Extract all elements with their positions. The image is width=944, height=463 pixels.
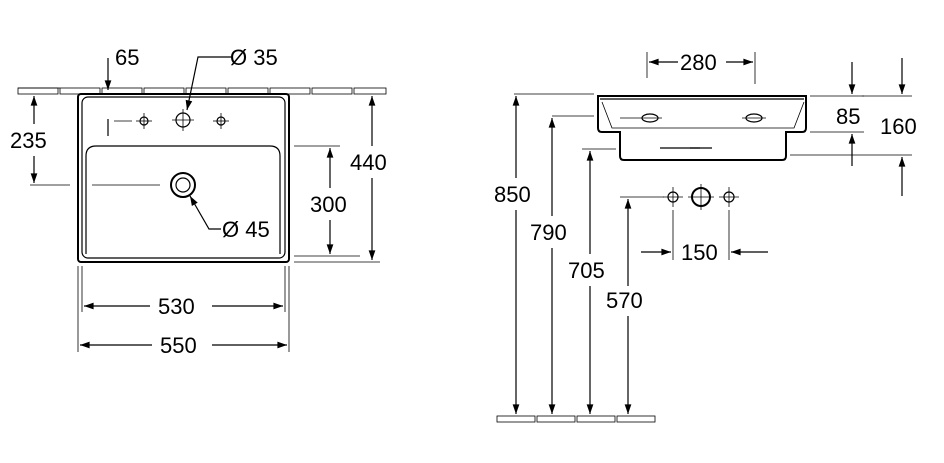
drain-icon	[170, 172, 196, 198]
dim-65-label: 65	[115, 45, 139, 70]
basin-outer-outline	[77, 93, 290, 263]
dim-705-label: 705	[568, 258, 605, 283]
dim-850-label: 850	[494, 182, 531, 207]
dim-790-label: 790	[530, 220, 567, 245]
overflow-hole-right-icon	[742, 113, 766, 123]
tap-hole-front-center-icon	[688, 184, 714, 210]
dim-280-label: 280	[680, 50, 717, 75]
tap-hole-right-icon	[213, 113, 229, 129]
overflow-hole-left-icon	[620, 113, 662, 123]
dim-diameter-45-label: Ø 45	[222, 217, 270, 242]
dim-diameter-35-label: Ø 35	[230, 45, 278, 70]
side-view: 280 85 160 850 790 705	[494, 50, 917, 423]
floor-hatch	[496, 415, 656, 423]
dim-570-label: 570	[606, 288, 643, 313]
dim-300-label: 300	[310, 192, 347, 217]
tap-hole-center-icon	[172, 109, 194, 131]
dim-530-label: 530	[158, 294, 195, 319]
wall-hatch-top	[17, 87, 387, 95]
tap-hole-left-icon	[136, 113, 152, 129]
plan-view: 65 Ø 35 Ø 45 235 440 300 5	[10, 45, 387, 358]
dim-550-label: 550	[160, 333, 197, 358]
dim-440-label: 440	[350, 150, 387, 175]
tap-hole-front-right-icon	[719, 187, 739, 207]
basin-side-profile	[597, 95, 807, 161]
dim-85-label: 85	[836, 104, 860, 129]
dim-160-label: 160	[880, 114, 917, 139]
dim-150-label: 150	[681, 240, 718, 265]
basin-bowl-edge	[85, 145, 281, 254]
basin-inner-outline	[81, 96, 286, 259]
tap-hole-front-left-icon	[663, 187, 683, 207]
dim-235-label: 235	[10, 128, 47, 153]
